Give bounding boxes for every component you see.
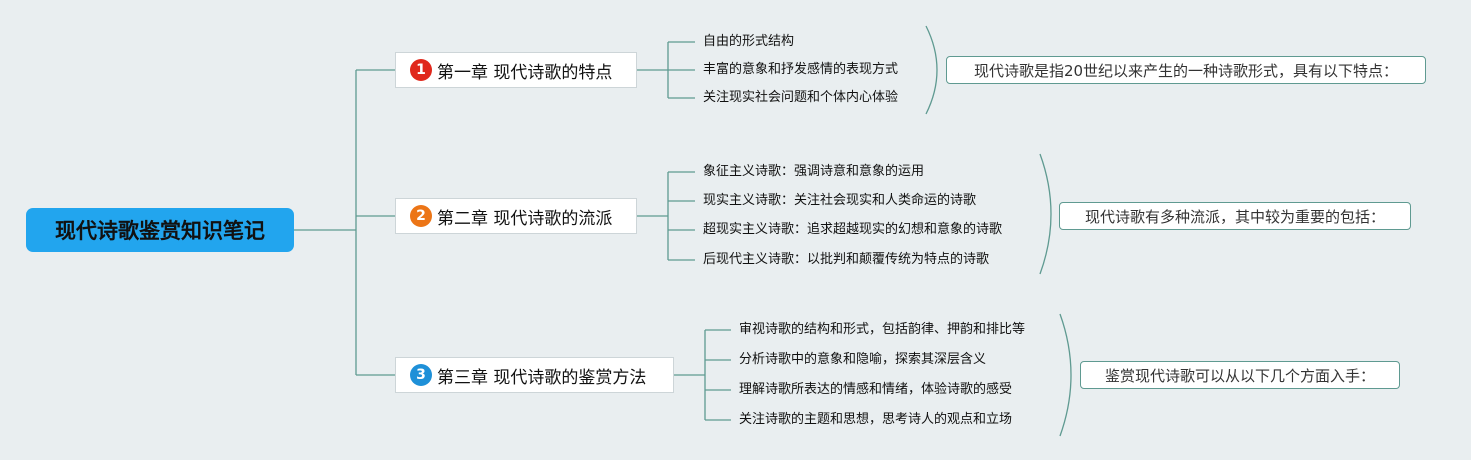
chapter-2-summary[interactable]: 现代诗歌有多种流派，其中较为重要的包括： bbox=[1059, 202, 1411, 230]
chapter-2-node[interactable]: 2 第二章 现代诗歌的流派 bbox=[395, 198, 637, 234]
badge-2: 2 bbox=[410, 205, 432, 227]
chapter-1-summary[interactable]: 现代诗歌是指20世纪以来产生的一种诗歌形式，具有以下特点： bbox=[946, 56, 1426, 84]
brace-1 bbox=[925, 25, 938, 115]
badge-3: 3 bbox=[410, 364, 432, 386]
chapter-2-item-2[interactable]: 现实主义诗歌：关注社会现实和人类命运的诗歌 bbox=[703, 193, 977, 208]
root-connector bbox=[294, 69, 395, 376]
chapter-2-item-3[interactable]: 超现实主义诗歌：追求超越现实的幻想和意象的诗歌 bbox=[703, 222, 1003, 237]
chapter-3-summary[interactable]: 鉴赏现代诗歌可以从以下几个方面入手： bbox=[1080, 361, 1400, 389]
chapter-1-item-3[interactable]: 关注现实社会问题和个体内心体验 bbox=[703, 90, 899, 105]
chapter-1-item-2[interactable]: 丰富的意象和抒发感情的表现方式 bbox=[703, 62, 899, 77]
chapter-3-node[interactable]: 3 第三章 现代诗歌的鉴赏方法 bbox=[395, 357, 674, 393]
chapter-3-item-3[interactable]: 理解诗歌所表达的情感和情绪，体验诗歌的感受 bbox=[739, 382, 1013, 397]
chapter-1-title: 第一章 现代诗歌的特点 bbox=[437, 62, 613, 83]
chapter-2-connector bbox=[637, 171, 695, 261]
chapter-3-connector bbox=[674, 329, 731, 421]
root-topic[interactable]: 现代诗歌鉴赏知识笔记 bbox=[26, 208, 294, 252]
brace-2 bbox=[1039, 153, 1052, 275]
chapter-1-node[interactable]: 1 第一章 现代诗歌的特点 bbox=[395, 52, 637, 88]
chapter-3-item-4[interactable]: 关注诗歌的主题和思想，思考诗人的观点和立场 bbox=[739, 412, 1013, 427]
badge-1: 1 bbox=[410, 59, 432, 81]
chapter-3-title: 第三章 现代诗歌的鉴赏方法 bbox=[437, 367, 647, 388]
chapter-3-item-1[interactable]: 审视诗歌的结构和形式，包括韵律、押韵和排比等 bbox=[739, 322, 1026, 337]
chapter-2-item-1[interactable]: 象征主义诗歌：强调诗意和意象的运用 bbox=[703, 164, 925, 179]
chapter-2-title: 第二章 现代诗歌的流派 bbox=[437, 208, 613, 229]
brace-3 bbox=[1059, 313, 1072, 437]
chapter-1-connector bbox=[637, 41, 695, 99]
chapter-3-item-2[interactable]: 分析诗歌中的意象和隐喻，探索其深层含义 bbox=[739, 352, 987, 367]
chapter-2-item-4[interactable]: 后现代主义诗歌：以批判和颠覆传统为特点的诗歌 bbox=[703, 252, 990, 267]
chapter-1-item-1[interactable]: 自由的形式结构 bbox=[703, 34, 795, 49]
